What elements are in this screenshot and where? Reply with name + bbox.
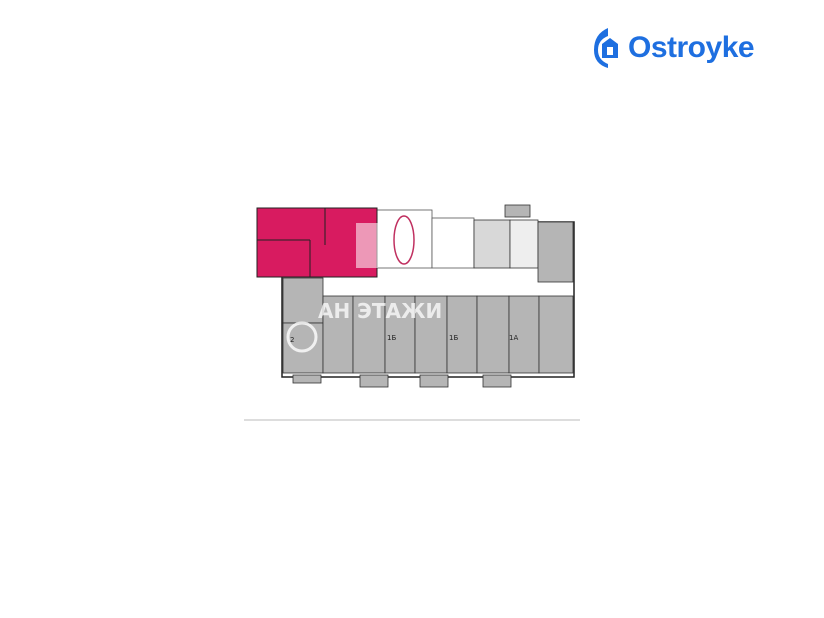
logo-text: Ostroyke [628, 31, 755, 64]
watermark-block [356, 223, 378, 268]
room-label: 1Б [387, 334, 396, 342]
room-label: 2 [290, 336, 294, 344]
watermark: АН ЭТАЖИ [318, 299, 442, 323]
rooms [282, 204, 574, 388]
ostroyke-logo: Ostroyke [594, 26, 755, 70]
ostroyke-logo-icon [594, 28, 618, 68]
room-label: 1Б [449, 334, 458, 342]
stairwell-area [376, 209, 475, 269]
room-labels: 2 1Б 1Б 1А [290, 334, 518, 344]
room-label: 1А [509, 334, 518, 342]
watermark-logo-icon [286, 321, 318, 353]
